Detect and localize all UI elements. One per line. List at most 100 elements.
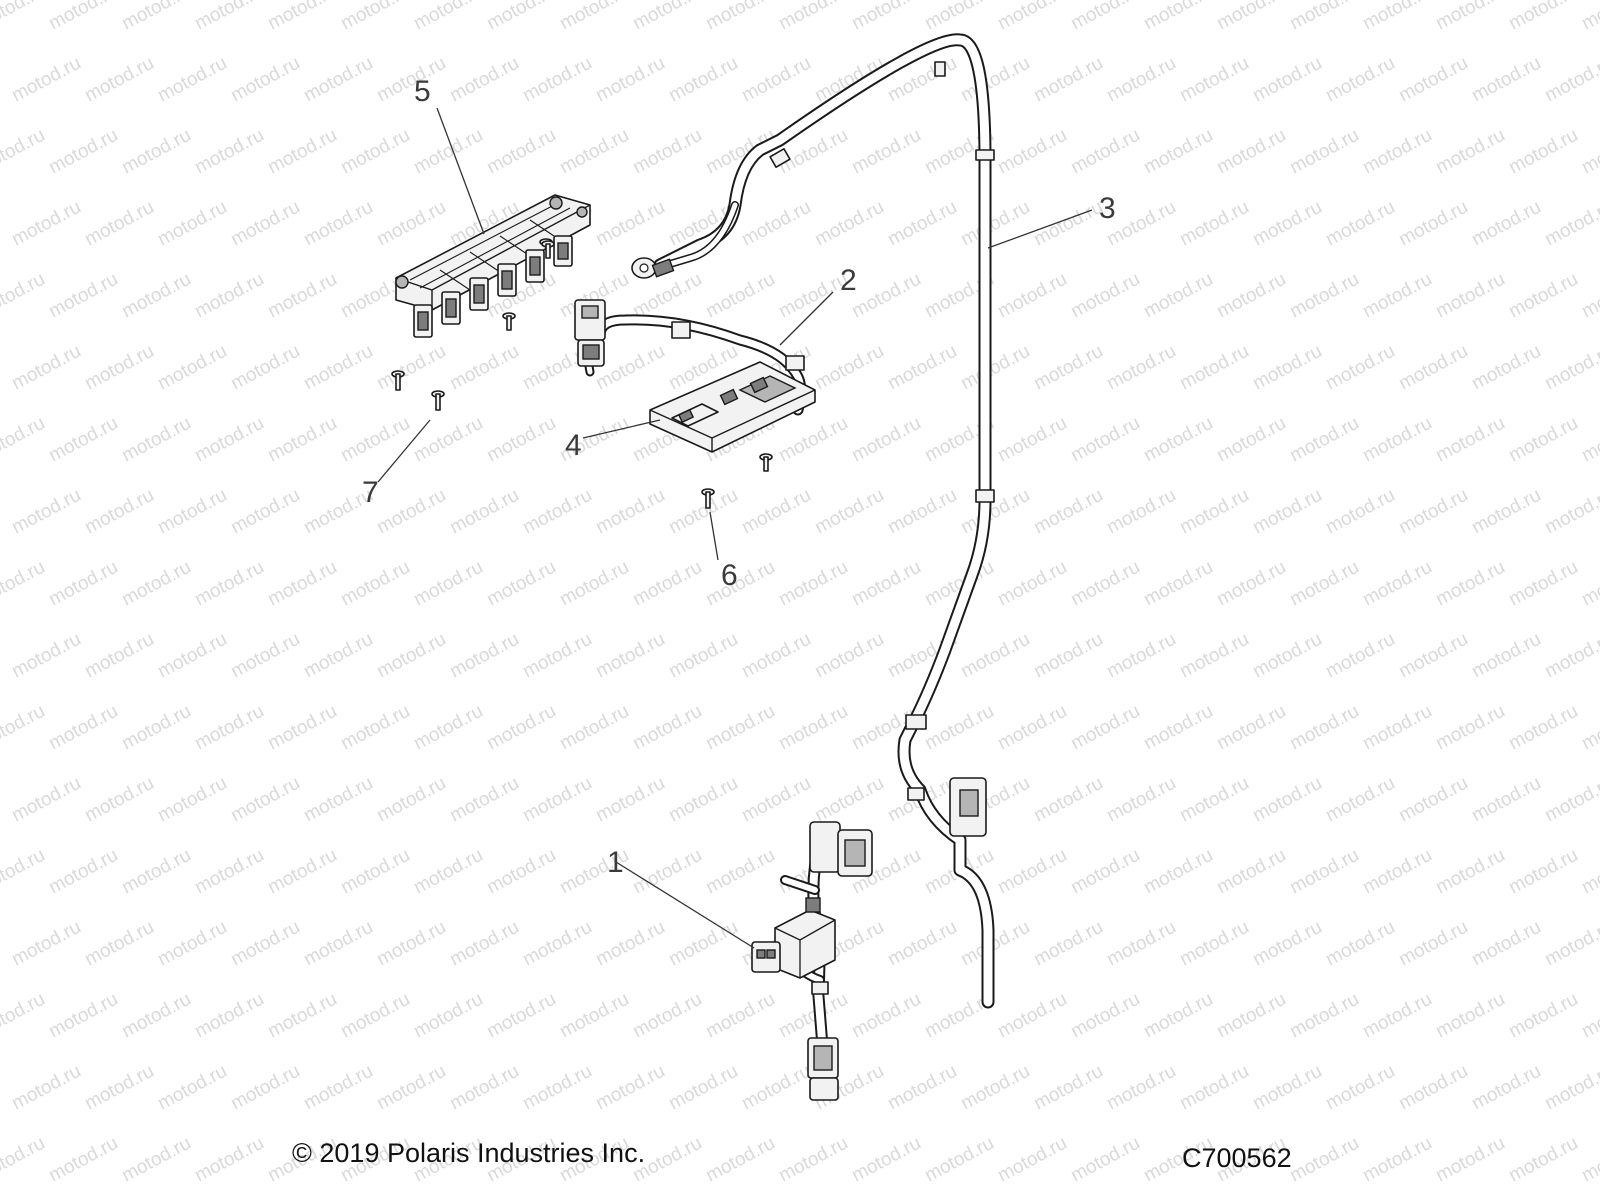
leader-lines — [377, 107, 1093, 949]
watermark-text: motod.ru — [337, 125, 413, 179]
watermark-text: motod.ru — [629, 0, 705, 34]
watermark-text: motod.ru — [373, 1061, 449, 1115]
watermark-text: motod.ru — [1140, 701, 1216, 755]
watermark-text: motod.ru — [300, 197, 376, 251]
watermark-text: motod.ru — [1468, 53, 1544, 107]
callout-4: 4 — [565, 429, 582, 462]
watermark-text: motod.ru — [0, 845, 49, 899]
watermark-text: motod.ru — [8, 53, 84, 107]
watermark-text: motod.ru — [1140, 989, 1216, 1043]
watermark-text: motod.ru — [191, 0, 267, 34]
watermark-text: motod.ru — [227, 629, 303, 683]
watermark-text: motod.ru — [1432, 557, 1508, 611]
watermark-text: motod.ru — [702, 557, 778, 611]
watermark-text: motod.ru — [1468, 773, 1544, 827]
watermark-text: motod.ru — [1067, 125, 1143, 179]
watermark-text: motod.ru — [118, 557, 194, 611]
watermark-text: motod.ru — [8, 629, 84, 683]
jumper-connector — [574, 299, 606, 367]
watermark-text: motod.ru — [848, 557, 924, 611]
watermark-text: motod.ru — [1578, 1133, 1600, 1187]
watermark-text: motod.ru — [629, 701, 705, 755]
watermark-text: motod.ru — [0, 0, 49, 34]
watermark-text: motod.ru — [921, 1133, 997, 1187]
watermark-text: motod.ru — [1578, 413, 1600, 467]
watermark-text: motod.ru — [1395, 917, 1471, 971]
watermark-text: motod.ru — [0, 125, 49, 179]
callout-1: 1 — [607, 846, 624, 879]
watermark-text: motod.ru — [1249, 53, 1325, 107]
watermark-text: motod.ru — [154, 197, 230, 251]
watermark-text: motod.ru — [1286, 0, 1362, 34]
watermark-text: motod.ru — [1541, 485, 1600, 539]
watermark-text: motod.ru — [1067, 701, 1143, 755]
watermark-text: motod.ru — [957, 485, 1033, 539]
watermark-text: motod.ru — [848, 1133, 924, 1187]
watermark-text: motod.ru — [300, 53, 376, 107]
watermark-text: motod.ru — [848, 269, 924, 323]
watermark-text: motod.ru — [957, 197, 1033, 251]
watermark-text: motod.ru — [191, 701, 267, 755]
watermark-text: motod.ru — [1578, 701, 1600, 755]
watermark-text: motod.ru — [848, 125, 924, 179]
watermark-text: motod.ru — [1505, 269, 1581, 323]
watermark-text: motod.ru — [1213, 557, 1289, 611]
watermark-text: motod.ru — [264, 701, 340, 755]
watermark-text: motod.ru — [0, 1133, 49, 1187]
watermark-text: motod.ru — [81, 1061, 157, 1115]
watermark-text: motod.ru — [8, 917, 84, 971]
watermark-text: motod.ru — [1067, 413, 1143, 467]
watermark-text: motod.ru — [994, 557, 1070, 611]
relay — [469, 277, 489, 311]
watermark-text: motod.ru — [446, 1061, 522, 1115]
watermark-text: motod.ru — [1176, 917, 1252, 971]
watermark-text: motod.ru — [1140, 845, 1216, 899]
watermark-text: motod.ru — [884, 341, 960, 395]
watermark-text: motod.ru — [191, 125, 267, 179]
watermark-text: motod.ru — [775, 701, 851, 755]
watermark-text: motod.ru — [1432, 1133, 1508, 1187]
watermark-text: motod.ru — [1395, 485, 1471, 539]
watermark-text: motod.ru — [0, 269, 49, 323]
watermark-text: motod.ru — [556, 125, 632, 179]
watermark-text: motod.ru — [1213, 413, 1289, 467]
watermark-text: motod.ru — [410, 989, 486, 1043]
bottom-connector — [807, 1037, 839, 1101]
watermark-text: motod.ru — [1030, 1061, 1106, 1115]
watermark-text: motod.ru — [264, 989, 340, 1043]
screw — [759, 453, 773, 472]
watermark-text: motod.ru — [1468, 1061, 1544, 1115]
watermark-text: motod.ru — [373, 197, 449, 251]
watermark-text: motod.ru — [191, 557, 267, 611]
watermark-text: motod.ru — [8, 341, 84, 395]
watermark-text: motod.ru — [629, 125, 705, 179]
screw — [431, 390, 445, 411]
callout-3: 3 — [1099, 192, 1116, 225]
watermark-text: motod.ru — [337, 557, 413, 611]
watermark-text: motod.ru — [1067, 269, 1143, 323]
watermark-text: motod.ru — [1286, 269, 1362, 323]
main-wire-harness — [631, 33, 995, 1009]
watermark-text: motod.ru — [775, 557, 851, 611]
watermark-text: motod.ru — [191, 989, 267, 1043]
watermark-text: motod.ru — [1286, 1133, 1362, 1187]
screw — [701, 488, 715, 509]
watermark-text: motod.ru — [410, 125, 486, 179]
watermark-text: motod.ru — [1359, 1133, 1435, 1187]
watermark-text: motod.ru — [1359, 989, 1435, 1043]
watermark-text: motod.ru — [1505, 557, 1581, 611]
watermark-text: motod.ru — [775, 413, 851, 467]
watermark-text: motod.ru — [483, 413, 559, 467]
watermark-text: motod.ru — [994, 701, 1070, 755]
watermark-text: motod.ru — [1578, 557, 1600, 611]
watermark-text: motod.ru — [227, 197, 303, 251]
watermark-text: motod.ru — [775, 1133, 851, 1187]
watermark-text: motod.ru — [0, 413, 49, 467]
watermark-text: motod.ru — [957, 341, 1033, 395]
watermark-text: motod.ru — [1030, 485, 1106, 539]
watermark-text: motod.ru — [1505, 989, 1581, 1043]
watermark-text: motod.ru — [994, 1133, 1070, 1187]
watermark-text: motod.ru — [81, 197, 157, 251]
watermark-text: motod.ru — [1505, 125, 1581, 179]
watermark-text: motod.ru — [300, 917, 376, 971]
